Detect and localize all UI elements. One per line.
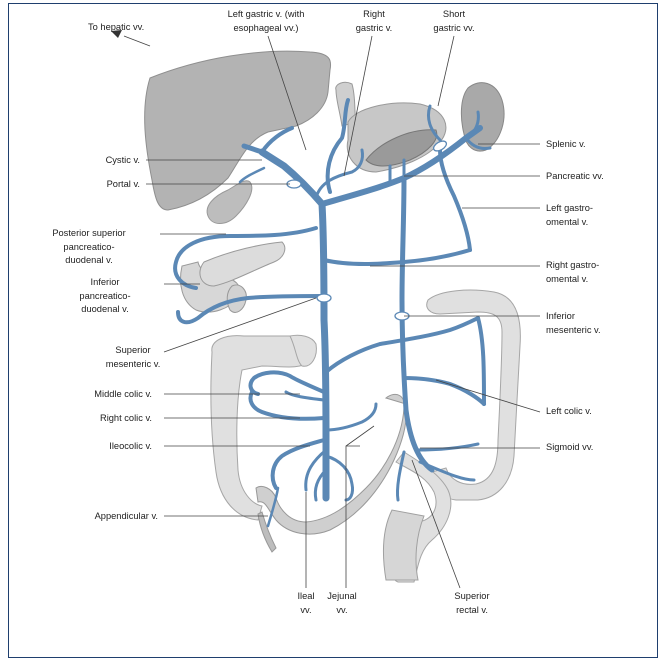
label-inferior-pd: Inferior pancreatico- duodenal v.: [79, 277, 131, 314]
left-colon-marginal-arc: [476, 316, 486, 406]
label-inferior-mesenteric: Inferior mesenteric v.: [546, 311, 601, 335]
leader-superior-mesenteric: [163, 297, 317, 353]
pancreatic-veins: [388, 158, 406, 184]
portal-vein-right-branch: [241, 143, 265, 155]
label-to-hepatic: To hepatic vv.: [88, 22, 145, 32]
right-colic-vein: [248, 390, 326, 421]
appendix: [257, 511, 277, 553]
leader-jejunal: [345, 425, 375, 588]
pancreas: [199, 241, 286, 287]
left-gastric-vein: [325, 98, 350, 194]
middle-colic-vein: [248, 370, 326, 396]
liver: [144, 50, 332, 211]
splenic-branch-b: [464, 136, 492, 150]
right-colic-arc: [284, 390, 326, 402]
transverse-colon-right: [289, 334, 317, 367]
leader-superior-rectal: [411, 459, 461, 589]
sigmoid-veins: [414, 442, 480, 482]
label-sigmoid: Sigmoid vv.: [546, 442, 594, 452]
leader-lines: [123, 35, 541, 589]
terminal-ileum: [255, 393, 407, 535]
ileocolic-vein: [270, 438, 326, 490]
gallbladder: [206, 180, 253, 224]
label-superior-rectal: Superior rectal v.: [454, 591, 490, 615]
label-jejunal: Jejunal vv.: [327, 591, 357, 615]
leader-right-gastric: [343, 35, 373, 177]
label-superior-mesenteric: Superior mesenteric v.: [105, 345, 161, 369]
label-middle-colic: Middle colic v.: [94, 389, 152, 399]
label-cystic: Cystic v.: [105, 155, 140, 165]
ileal-veins: [304, 448, 328, 502]
leader-to-hepatic: [123, 35, 151, 47]
label-ileal: Ileal vv.: [297, 591, 315, 615]
portal-vein-left-branch: [260, 126, 294, 154]
organs-layer: [144, 50, 521, 583]
inferior-pancreaticoduodenal-vein: [176, 294, 324, 325]
label-short-gastric: Short gastric vv.: [433, 9, 475, 33]
cystic-vein: [238, 166, 266, 184]
portal-vein: [258, 148, 326, 208]
label-left-gastric: Left gastric v. (with esophageal vv.): [227, 9, 305, 33]
label-left-gastroomental: Left gastro- omental v.: [546, 203, 594, 227]
leader-short-gastric: [437, 35, 455, 107]
inferior-mesenteric-vein: [399, 175, 435, 473]
splenic-branch-a: [464, 110, 480, 140]
stomach-opening: [365, 129, 438, 167]
appendicular-vein: [266, 486, 280, 528]
label-ileocolic: Ileocolic v.: [109, 441, 152, 451]
label-right-gastric: Right gastric v.: [355, 9, 393, 33]
jejunal-veins: [324, 402, 378, 502]
right-gastroomental-vein: [322, 248, 472, 266]
label-splenic: Splenic v.: [546, 139, 586, 149]
rectum: [383, 509, 425, 581]
leader-left-gastric: [267, 35, 307, 151]
diagram-frame: [8, 3, 658, 658]
label-left-colic: Left colic v.: [546, 406, 592, 416]
arrow-head-to-hepatic: [111, 30, 122, 38]
label-right-gastroomental: Right gastro- omental v.: [546, 260, 600, 284]
label-pancreatic: Pancreatic vv.: [546, 171, 604, 181]
splenic-vein-marker: [432, 140, 448, 152]
posterior-superior-pancreaticoduodenal-vein: [173, 226, 318, 290]
leader-left-colic: [435, 379, 541, 413]
right-gastric-vein: [314, 148, 364, 200]
short-gastric-vein: [426, 104, 442, 142]
label-right-colic: Right colic v.: [99, 413, 152, 423]
left-gastroomental-vein: [438, 148, 472, 252]
label-portal: Portal v.: [106, 179, 140, 189]
label-posterior-superior-pd: Posterior superior pancreatico- duodenal…: [52, 228, 126, 265]
colon: [210, 289, 521, 583]
veins-layer: [173, 98, 492, 528]
superior-mesenteric-vein-marker: [316, 293, 332, 303]
label-appendicular: Appendicular v.: [94, 511, 158, 521]
middle-colic-left-arc: [324, 316, 480, 374]
superior-rectal-vein: [396, 450, 406, 502]
